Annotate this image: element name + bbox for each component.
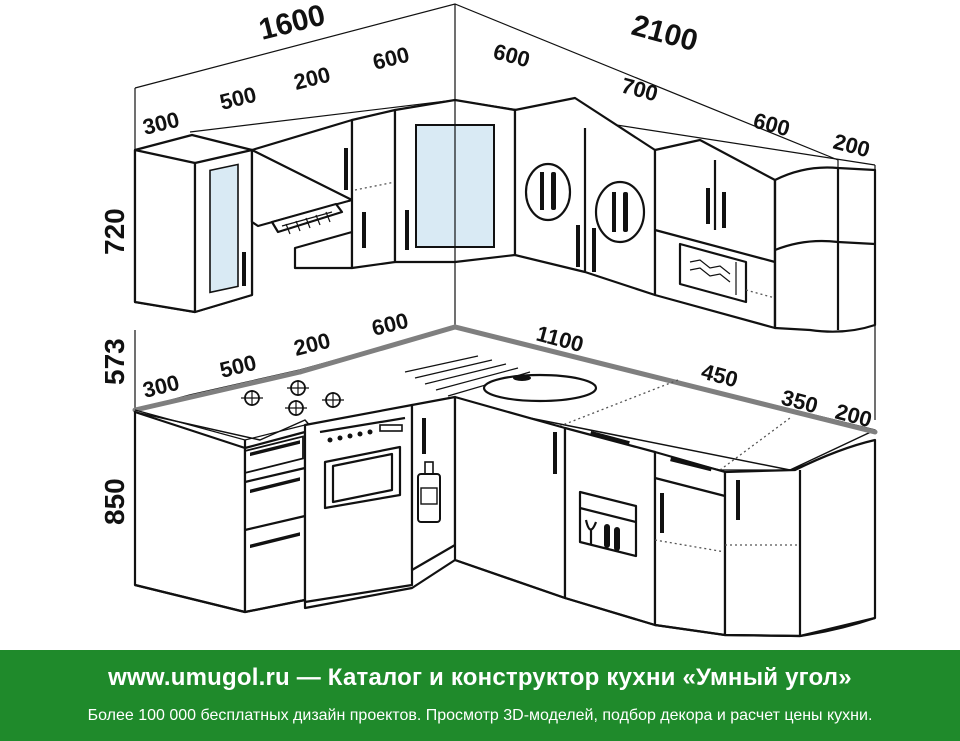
footer-subtitle: Более 100 000 бесплатных дизайн проектов… bbox=[87, 707, 873, 724]
dim-height-gap: 573 bbox=[99, 338, 130, 385]
footer-banner: www.umugol.ru — Каталог и конструктор ку… bbox=[0, 650, 960, 741]
dim-upper-left-200: 200 bbox=[291, 62, 333, 95]
bottle-icon bbox=[417, 461, 441, 523]
dim-upper-left-500: 500 bbox=[217, 82, 259, 115]
dim-upper-right-700: 700 bbox=[619, 73, 661, 107]
footer-title[interactable]: www.umugol.ru — Каталог и конструктор ку… bbox=[108, 664, 852, 691]
dim-height-upper: 720 bbox=[99, 208, 130, 255]
dim-upper-right-total: 2100 bbox=[628, 9, 701, 58]
dim-lower-left-600: 600 bbox=[369, 308, 411, 341]
cutlery-icon bbox=[594, 180, 646, 244]
dim-height-lower: 850 bbox=[99, 478, 130, 525]
lower-cabinets bbox=[133, 395, 877, 638]
microwave-icon bbox=[678, 242, 748, 304]
upper-cabinets-right bbox=[513, 96, 877, 333]
stove-burner-icon bbox=[241, 380, 344, 416]
oven-knobs bbox=[327, 424, 403, 443]
cutlery-icon bbox=[524, 162, 572, 222]
dimension-labels: 1600 2100 300 500 200 600 600 700 600 20… bbox=[99, 0, 875, 525]
dim-upper-left-300: 300 bbox=[140, 107, 182, 140]
dim-upper-right-200: 200 bbox=[831, 129, 873, 163]
dim-lower-left-500: 500 bbox=[217, 350, 259, 383]
dim-lower-left-200: 200 bbox=[291, 328, 333, 361]
sink-drainboard bbox=[404, 355, 598, 403]
dim-upper-right-600b: 600 bbox=[751, 108, 793, 142]
range-hood-icon bbox=[270, 202, 344, 235]
dim-upper-left-600: 600 bbox=[370, 42, 412, 75]
dim-lower-left-300: 300 bbox=[140, 370, 182, 403]
kitchen-layout-drawing: 1600 2100 300 500 200 600 600 700 600 20… bbox=[99, 0, 878, 638]
wine-glass-icon bbox=[578, 490, 638, 558]
dim-upper-right-600: 600 bbox=[491, 39, 533, 73]
upper-cabinets-left bbox=[133, 98, 517, 314]
